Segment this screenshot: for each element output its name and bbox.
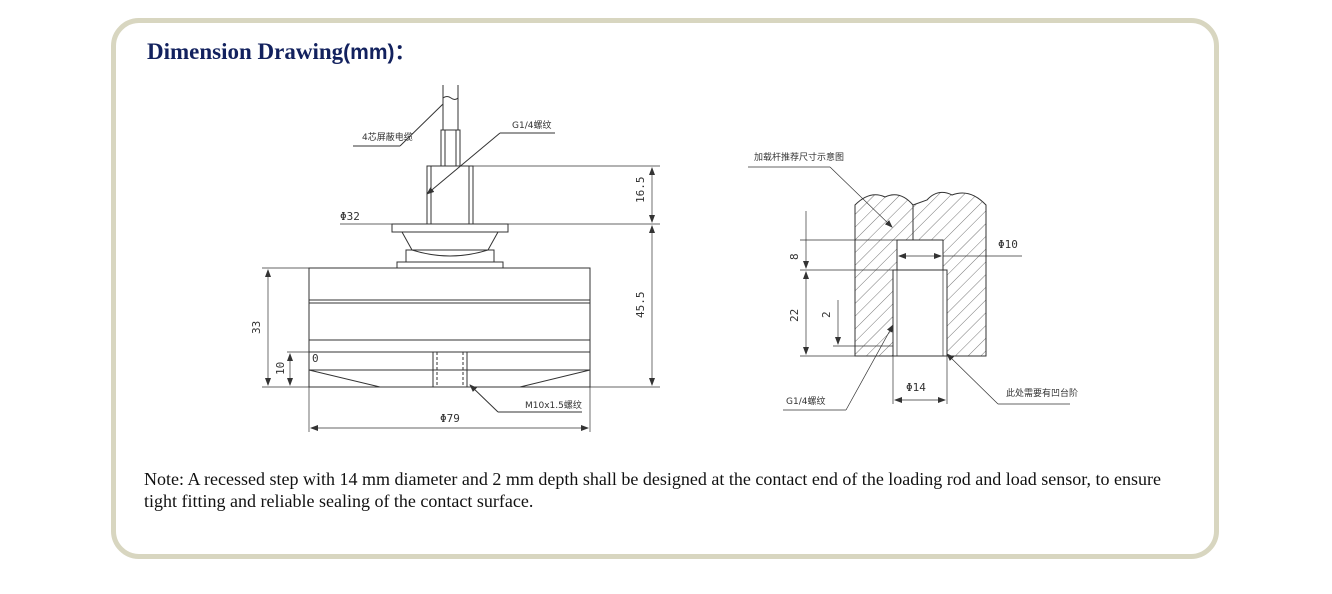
dim-dia-14: Φ14 <box>906 381 926 394</box>
dim-16-5: 16.5 <box>634 177 647 204</box>
dim-zero: 0 <box>312 352 319 365</box>
thread-top-label: G1/4螺纹 <box>512 119 551 131</box>
dim-dia-79: Φ79 <box>440 412 460 425</box>
cable <box>440 85 461 167</box>
dim-10: 10 <box>274 362 287 375</box>
flange <box>391 223 509 269</box>
content-card <box>111 18 1219 559</box>
upper-bore <box>896 239 944 271</box>
dim-dia-32: Φ32 <box>340 210 360 223</box>
sensor-drawing <box>262 85 660 432</box>
cable-label: 4芯屏蔽电缆 <box>362 131 413 143</box>
rod-right-wall <box>912 191 987 357</box>
dim-dia-10: Φ10 <box>998 238 1018 251</box>
thread-bottom-leader <box>469 384 499 413</box>
thread-bottom-label: M10x1.5螺纹 <box>525 399 582 411</box>
dim-8: 8 <box>788 253 801 260</box>
sensor-body <box>308 267 591 388</box>
rod-label: 加载杆推荐尺寸示意图 <box>754 151 844 163</box>
loading-rod-drawing <box>748 166 1070 411</box>
thread-top-leader <box>426 132 501 195</box>
dim-45-5: 45.5 <box>634 292 647 319</box>
page-title: Dimension Drawing(mm)： <box>147 36 416 66</box>
rod-thread-label: G1/4螺纹 <box>786 395 825 407</box>
dim-22: 22 <box>788 309 801 322</box>
note-text: Note: A recessed step with 14 mm diamete… <box>144 469 1162 511</box>
dim-2: 2 <box>820 311 833 318</box>
lower-bore <box>892 269 948 357</box>
title-suffix: (mm)： <box>343 41 416 64</box>
dim-33: 33 <box>250 321 263 334</box>
step-label: 此处需要有凹台阶 <box>1006 387 1078 399</box>
cable-leader <box>399 103 444 147</box>
title-main: Dimension Drawing <box>147 39 344 64</box>
